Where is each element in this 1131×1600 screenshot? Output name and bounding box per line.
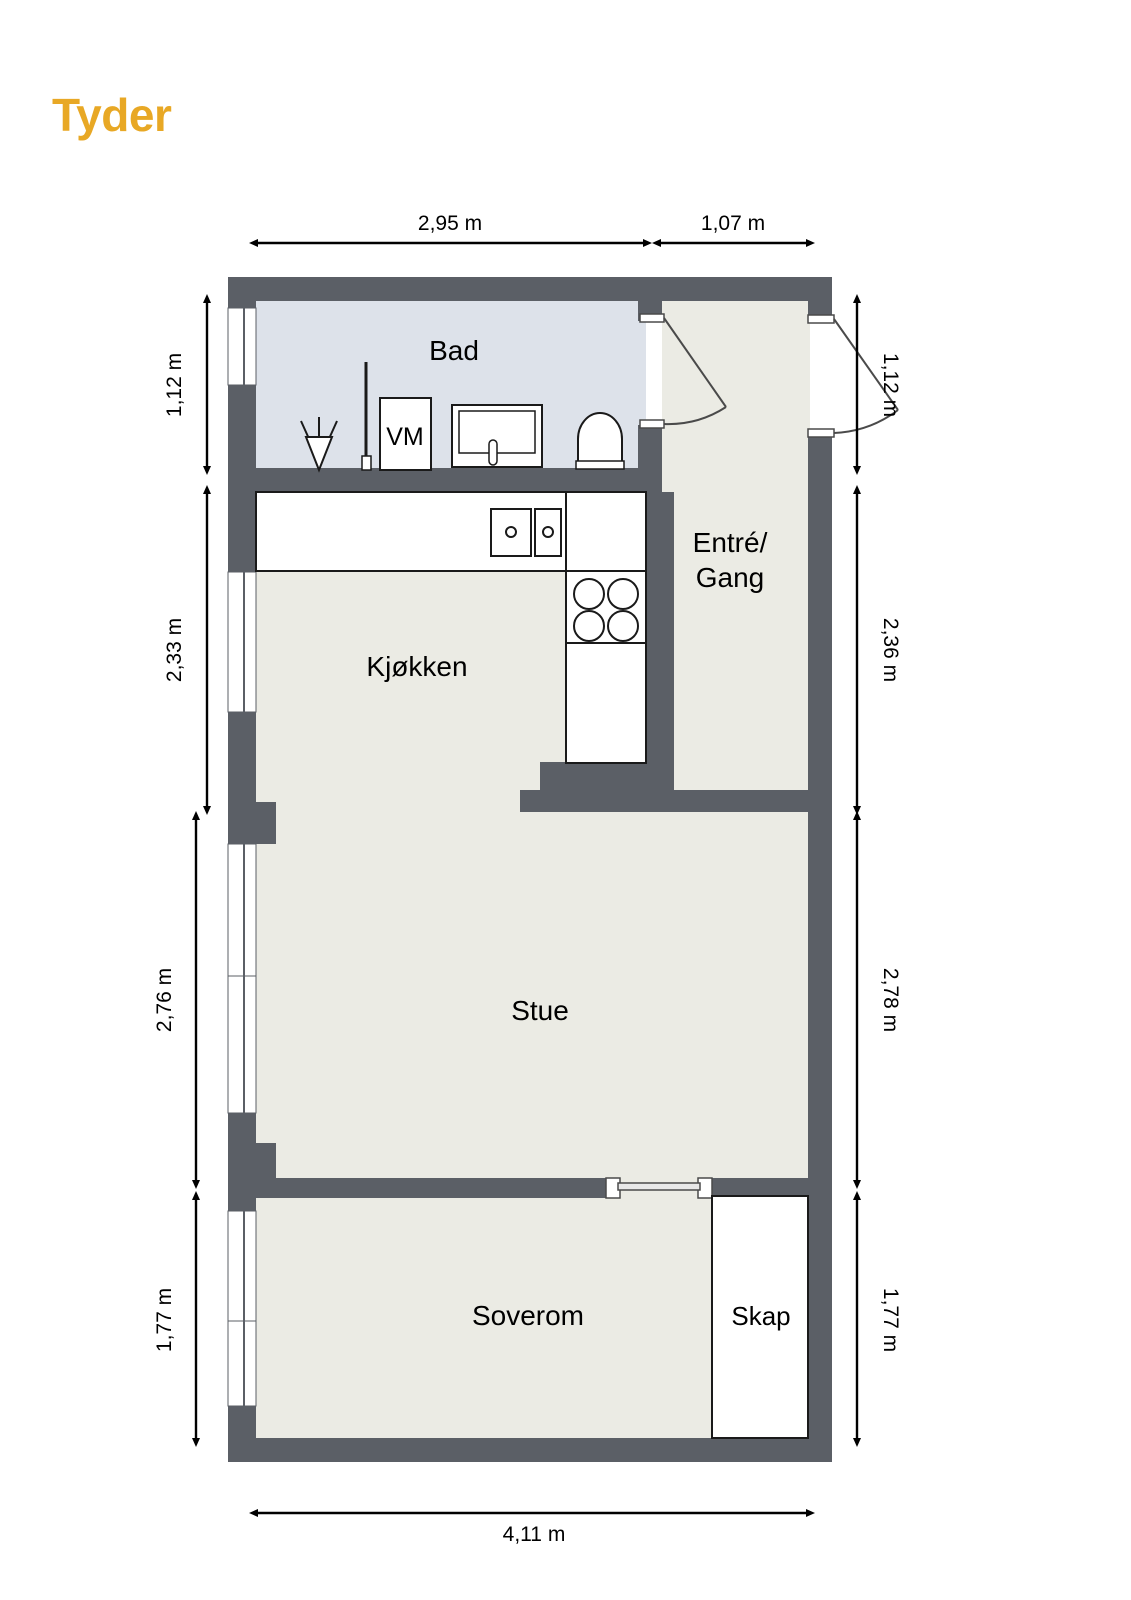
- wall-entre-left-b: [638, 425, 662, 492]
- brand-logo: Tyder: [52, 89, 172, 141]
- window-kjokken: [227, 571, 257, 713]
- walls: [228, 277, 832, 1462]
- washing-machine-icon: [379, 397, 432, 471]
- room-label-gang: Gang: [696, 562, 765, 593]
- room-fill-stue: [256, 805, 810, 1183]
- window-bad: [227, 307, 257, 386]
- dim-label-right-3: 2,78 m: [879, 968, 902, 1032]
- wall-entre-bottom: [646, 790, 810, 812]
- dim-label-left-2: 2,33 m: [163, 618, 186, 682]
- wall-right-c: [808, 497, 832, 1438]
- shower-drain-icon: [300, 417, 338, 473]
- window-soverom-1: [227, 1210, 257, 1322]
- dim-label-top-1: 2,95 m: [418, 212, 482, 235]
- dim-label-left-4: 1,77 m: [153, 1288, 176, 1352]
- windows: [227, 307, 257, 1407]
- window-soverom-2: [227, 1320, 257, 1407]
- wall-stue-soverom-b: [712, 1178, 832, 1198]
- bedroom-door: [605, 1177, 713, 1199]
- bathroom-door: [639, 313, 727, 429]
- wall-right-b: [808, 437, 832, 497]
- room-label-skap: Skap: [731, 1301, 790, 1331]
- wall-stue-soverom-a: [256, 1178, 618, 1198]
- dim-label-top-2: 1,07 m: [701, 212, 765, 235]
- cooktop-icon: [565, 570, 647, 644]
- shower-rod-icon: [361, 362, 372, 471]
- kitchen-fixtures: [255, 491, 647, 764]
- room-fill-entre: [662, 301, 810, 803]
- wall-bottom: [228, 1438, 832, 1462]
- wall-stue-top-pillar: [540, 762, 662, 802]
- room-label-entre: Entré/: [693, 527, 768, 558]
- toilet-icon: [575, 412, 625, 470]
- dim-label-right-2: 2,36 m: [879, 618, 902, 682]
- dim-label-left-1: 1,12 m: [163, 353, 186, 417]
- kitchen-cabinet-icon: [565, 642, 647, 764]
- wall-left-a: [228, 277, 256, 308]
- room-label-soverom: Soverom: [472, 1300, 584, 1331]
- wall-right-a: [808, 277, 832, 315]
- bathroom-sink-icon: [451, 404, 543, 468]
- doors: [605, 313, 899, 1199]
- window-stue-2: [227, 975, 257, 1114]
- wall-top: [228, 277, 832, 301]
- window-stue-1: [227, 843, 257, 977]
- double-sink-icon: [490, 508, 562, 557]
- bathroom-fixtures: VM: [300, 362, 625, 473]
- washing-machine-label: VM: [386, 423, 424, 451]
- wall-entre-left-c: [646, 492, 674, 803]
- wall-left-e: [228, 1406, 256, 1462]
- dim-label-right-4: 1,77 m: [879, 1288, 902, 1352]
- room-label-kjokken: Kjøkken: [366, 651, 467, 682]
- wall-bad-kjokken: [228, 468, 662, 492]
- entry-door: [807, 314, 899, 438]
- kitchen-counter-vertical: [565, 491, 647, 572]
- dim-label-left-3: 2,76 m: [153, 968, 176, 1032]
- room-label-bad: Bad: [429, 335, 479, 366]
- closet-skap-box: [711, 1195, 809, 1439]
- dim-label-right-1: 1,12 m: [879, 353, 902, 417]
- dim-label-bottom-1: 4,11 m: [503, 1523, 566, 1546]
- dimension-lines: [192, 239, 861, 1517]
- room-label-stue: Stue: [511, 995, 569, 1026]
- room-labels: Bad Entré/ Gang Kjøkken Stue Soverom Ska…: [366, 335, 790, 1331]
- wall-left-jog-1: [228, 802, 276, 844]
- dimension-labels: 2,95 m 1,07 m 1,12 m 2,33 m 2,76 m 1,77 …: [153, 212, 902, 1546]
